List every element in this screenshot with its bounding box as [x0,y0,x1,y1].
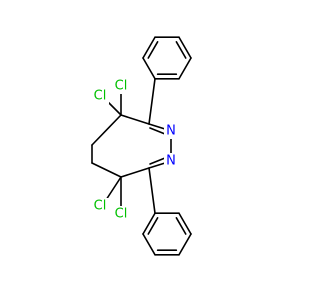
phenyl-bottom-bond-6 [142,212,156,235]
ring-bond-cn-2-double [149,157,166,165]
chlorine-label-3: Cl [94,199,107,214]
ring-bond-cn-1-double [149,127,166,135]
nitrogen-label-1: N [166,124,176,139]
phenyl-top-link [148,77,156,125]
ring-bond-cn-2 [148,162,166,169]
chlorine-label-4: Cl [115,207,128,222]
structure-diagram: Cl Cl Cl Cl N N [89,36,192,256]
atom-n-2: N [164,153,178,169]
phenyl-top-double-1 [147,40,159,59]
chlorine-label-1: Cl [94,89,107,104]
atom-cl-3: Cl [89,198,109,214]
molecule-drawing: Cl Cl Cl Cl N N [89,36,192,256]
ring-bond-5 [91,114,122,146]
chlorine-label-2: Cl [115,79,128,94]
phenyl-bottom-double-1 [175,216,187,235]
atom-labels: Cl Cl Cl Cl N N [89,78,178,222]
phenyl-bottom-bond-3 [178,233,192,256]
phenyl-top-bond-2 [142,36,156,59]
phenyl-top-bond-4 [178,36,192,59]
phenyl-top-bond-5 [178,57,192,80]
phenyl-top-double-2 [175,40,187,59]
phenyl-bottom-bond-5 [142,233,156,256]
c-cl-bond-3 [105,176,122,201]
phenyl-bottom-double-3 [147,216,159,235]
ring-bond-2 [120,167,150,178]
phenyl-bottom-bond-2 [178,212,192,235]
phenyl-top-bond-1 [142,57,156,80]
nitrogen-label-2: N [166,154,176,169]
bonds [91,36,192,256]
ring-bond-cn-1 [148,123,166,130]
atom-cl-4: Cl [110,206,130,222]
atom-cl-2: Cl [110,78,130,94]
atom-cl-1: Cl [89,88,109,104]
phenyl-bottom-link [148,167,156,215]
ring-bond-3 [91,162,122,178]
atom-n-1: N [164,123,178,139]
ring-bond-1 [120,114,150,125]
